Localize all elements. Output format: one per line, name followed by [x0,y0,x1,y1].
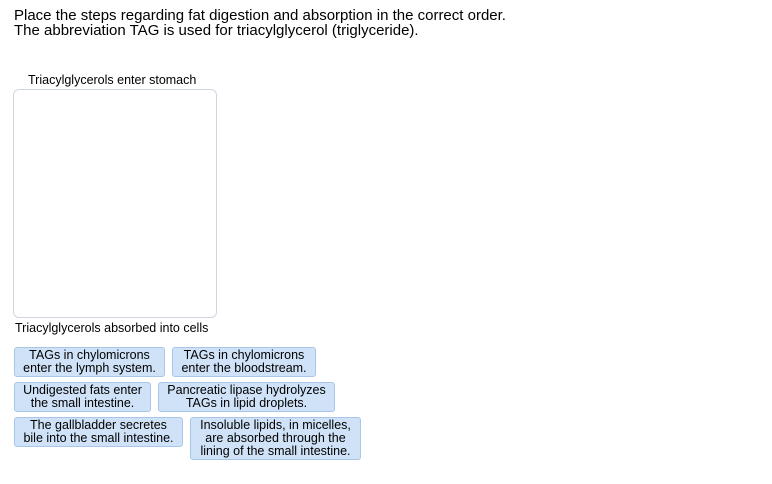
step-tile-micelles-absorbed[interactable]: Insoluble lipids, in micelles, are absor… [190,417,361,460]
step-tile-text-line: enter the lymph system. [23,361,156,375]
step-tile-pancreatic-lipase[interactable]: Pancreatic lipase hydrolyzes TAGs in lip… [158,382,335,412]
step-tile-text-line: bile into the small intestine. [23,431,174,445]
step-tile-gallbladder-bile[interactable]: The gallbladder secretes bile into the s… [14,417,183,447]
step-tile-lymph-system[interactable]: TAGs in chylomicrons enter the lymph sys… [14,347,165,377]
step-tile-text-line: enter the bloodstream. [181,361,307,375]
step-tile-text-line: the small intestine. [30,396,135,410]
sequence-end-label: Triacylglycerols absorbed into cells [15,321,209,335]
step-tile-bloodstream[interactable]: TAGs in chylomicrons enter the bloodstre… [172,347,316,377]
step-tile-text-line: Insoluble lipids, in micelles, [200,418,351,432]
step-tile-text-line: The gallbladder secretes [30,418,167,432]
step-tile-text-line: are absorbed through the [205,431,346,445]
instruction-line-2: The abbreviation TAG is used for triacyl… [14,22,419,39]
question-instructions: Place the steps regarding fat digestion … [14,8,506,38]
step-tile-text-line: TAGs in chylomicrons [183,348,305,362]
ordering-drop-zone[interactable] [13,89,217,318]
step-tile-text-line: Pancreatic lipase hydrolyzes [167,383,326,397]
step-tile-text-line: TAGs in lipid droplets. [185,396,308,410]
step-tile-undigested-fats[interactable]: Undigested fats enter the small intestin… [14,382,151,412]
step-tile-text-line: Undigested fats enter [23,383,142,397]
step-tile-text-line: TAGs in chylomicrons [29,348,150,362]
instruction-line-1: Place the steps regarding fat digestion … [14,7,506,24]
step-tile-text-line: lining of the small intestine. [200,444,351,458]
sequence-start-label: Triacylglycerols enter stomach [28,73,197,87]
